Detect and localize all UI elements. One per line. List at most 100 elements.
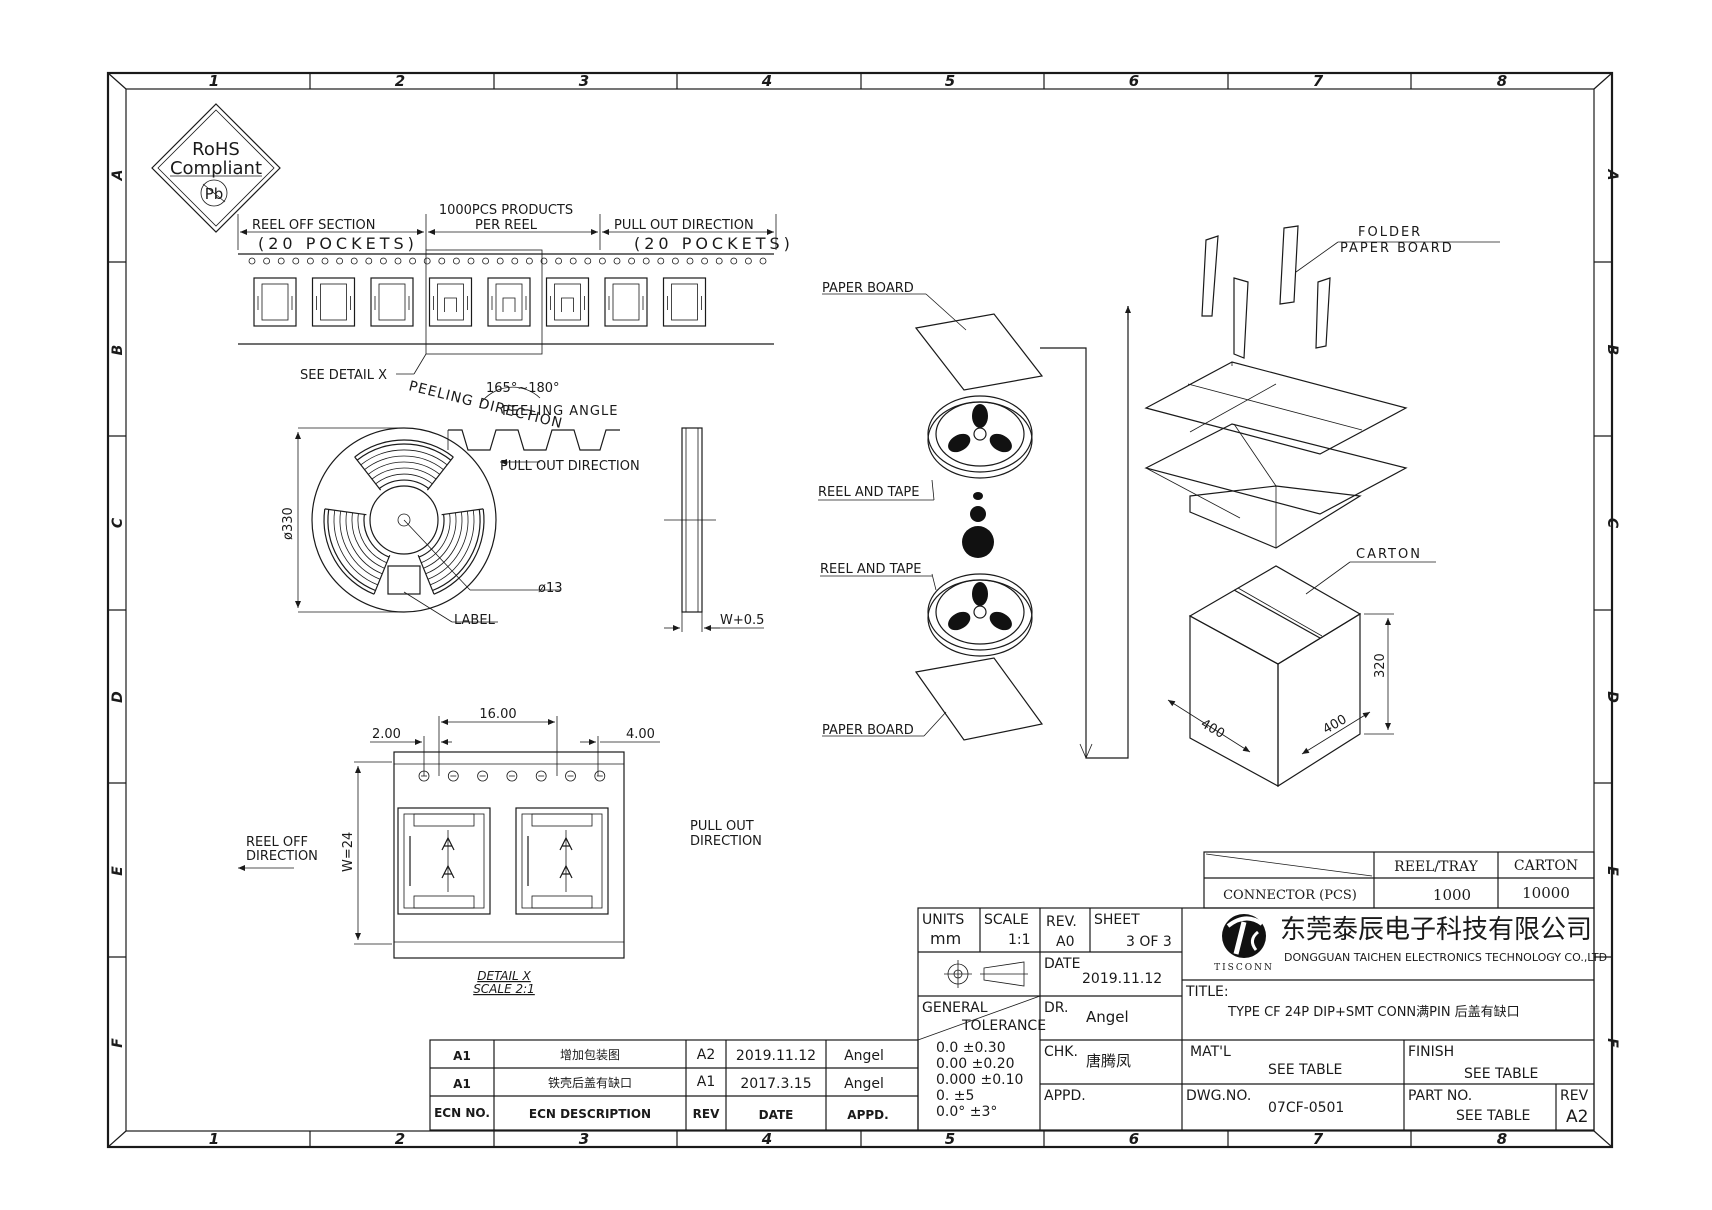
svg-text:(20 POCKETS): (20 POCKETS) xyxy=(634,234,794,253)
table-row: A1 xyxy=(453,1077,471,1091)
tape-pocket xyxy=(428,277,473,327)
svg-text:PAPER BOARD: PAPER BOARD xyxy=(1340,241,1454,256)
column-label: 1 xyxy=(209,72,219,90)
svg-text:APPD.: APPD. xyxy=(1044,1088,1086,1104)
column-label: 4 xyxy=(761,72,772,90)
svg-text:(20 POCKETS): (20 POCKETS) xyxy=(258,234,418,253)
column-label: 3 xyxy=(579,72,589,90)
column-label: 2 xyxy=(395,1130,405,1148)
svg-text:mm: mm xyxy=(930,929,961,948)
svg-text:PULL OUT: PULL OUT xyxy=(690,819,754,834)
revision-table: A1 增加包装图 A2 2019.11.12 Angel A1 铁壳后盖有缺口 … xyxy=(429,1039,919,1131)
rohs-badge: RoHS Compliant Pb xyxy=(151,103,281,233)
svg-text:0. ±5: 0. ±5 xyxy=(936,1088,974,1104)
svg-text:SEE TABLE: SEE TABLE xyxy=(1456,1108,1530,1124)
sprocket-hole xyxy=(379,257,387,265)
svg-text:SEE DETAIL X: SEE DETAIL X xyxy=(300,368,387,383)
svg-text:REV: REV xyxy=(693,1107,720,1121)
sprocket-hole xyxy=(365,257,373,265)
column-label: 6 xyxy=(1129,72,1139,90)
sprocket-hole xyxy=(628,257,635,265)
svg-text:REEL AND TAPE: REEL AND TAPE xyxy=(818,485,919,500)
table-row: 增加包装图 xyxy=(560,1048,620,1062)
sprocket-hole xyxy=(263,257,271,265)
sprocket-hole xyxy=(467,257,475,265)
packing-view: PAPER BOARD REEL AND TAPE REEL AND TAPE … xyxy=(818,225,1500,788)
svg-text:A0: A0 xyxy=(1056,934,1074,950)
row-label: E xyxy=(110,866,126,876)
sprocket-hole xyxy=(511,257,519,265)
sprocket-hole xyxy=(672,257,679,265)
sprocket-hole xyxy=(613,257,621,265)
sprocket-hole xyxy=(248,257,256,265)
column-label: 5 xyxy=(945,1130,955,1148)
svg-text:CHK.: CHK. xyxy=(1044,1044,1078,1060)
quantity-table: REEL/TRAY CARTON CONNECTOR (PCS) 1000 10… xyxy=(1203,851,1595,909)
svg-text:PEELING ANGLE: PEELING ANGLE xyxy=(502,404,618,419)
row-label: E xyxy=(1604,866,1620,876)
reel-icon xyxy=(927,573,1033,657)
tape-pocket xyxy=(253,277,297,327)
sprocket-hole xyxy=(569,257,577,265)
table-row: Angel xyxy=(844,1048,884,1064)
row-label: B xyxy=(110,345,126,356)
svg-text:W=24: W=24 xyxy=(341,832,356,872)
table-row: 2017.3.15 xyxy=(740,1076,811,1092)
column-label: 5 xyxy=(945,72,955,90)
sprocket-hole xyxy=(306,257,314,265)
svg-text:东莞泰辰电子科技有限公司: 东莞泰辰电子科技有限公司 xyxy=(1280,915,1592,945)
svg-text:GENERAL: GENERAL xyxy=(922,1000,988,1016)
table-row: Angel xyxy=(844,1076,884,1092)
sprocket-hole xyxy=(292,257,300,265)
svg-text:16.00: 16.00 xyxy=(479,707,516,722)
column-label: 7 xyxy=(1313,1130,1324,1148)
svg-text:TOLERANCE: TOLERANCE xyxy=(961,1018,1046,1034)
sprocket-hole xyxy=(594,770,606,782)
svg-text:ø13: ø13 xyxy=(538,581,563,596)
svg-text:CARTON: CARTON xyxy=(1356,547,1422,562)
sprocket-hole xyxy=(321,257,329,265)
sprocket-hole xyxy=(599,257,606,265)
column-label: 7 xyxy=(1313,72,1324,90)
sprocket-hole xyxy=(482,257,490,265)
svg-text:MAT'L: MAT'L xyxy=(1190,1044,1231,1060)
border-frame: 1 2 3 4 5 6 7 8 1 2 3 4 5 6 7 8 A B C D … xyxy=(106,71,1620,1149)
sprocket-hole xyxy=(657,257,665,265)
svg-text:DWG.NO.: DWG.NO. xyxy=(1186,1088,1251,1104)
svg-text:2019.11.12: 2019.11.12 xyxy=(1082,971,1162,987)
sprocket-hole xyxy=(584,257,592,265)
tape-pocket xyxy=(370,277,414,327)
sprocket-hole xyxy=(745,257,752,265)
tape-pocket xyxy=(311,277,356,327)
svg-text:TYPE CF 24P DIP+SMT CONN满PIN 后: TYPE CF 24P DIP+SMT CONN满PIN 后盖有缺口 xyxy=(1227,1005,1520,1020)
svg-text:SEE TABLE: SEE TABLE xyxy=(1464,1066,1538,1082)
svg-text:Angel: Angel xyxy=(1086,1008,1129,1026)
pb-icon: Pb xyxy=(205,185,224,203)
connector-pocket xyxy=(397,807,491,915)
svg-text:0.00 ±0.20: 0.00 ±0.20 xyxy=(936,1056,1015,1072)
svg-text:ECN DESCRIPTION: ECN DESCRIPTION xyxy=(529,1107,651,1121)
svg-text:DATE: DATE xyxy=(1044,956,1080,972)
svg-text:ø330: ø330 xyxy=(281,507,296,540)
svg-text:DETAIL X: DETAIL X xyxy=(477,969,531,983)
tape-pocket xyxy=(604,277,648,327)
svg-text:0.0 ±0.30: 0.0 ±0.30 xyxy=(936,1040,1006,1056)
svg-text:UNITS: UNITS xyxy=(922,912,964,928)
svg-text:RoHS: RoHS xyxy=(192,139,240,160)
row-label: F xyxy=(110,1038,126,1048)
sprocket-hole xyxy=(438,257,446,265)
svg-text:W+0.5: W+0.5 xyxy=(720,613,764,628)
sprocket-hole xyxy=(540,257,548,265)
reel-icon xyxy=(927,395,1033,479)
svg-text:REEL/TRAY: REEL/TRAY xyxy=(1394,859,1478,875)
svg-text:APPD.: APPD. xyxy=(847,1108,888,1122)
table-row: A2 xyxy=(697,1047,715,1063)
svg-text:PULL OUT DIRECTION: PULL OUT DIRECTION xyxy=(614,218,754,233)
row-label: A xyxy=(110,170,126,182)
sprocket-hole xyxy=(642,257,650,265)
table-row: A1 xyxy=(697,1074,715,1090)
row-label: C xyxy=(1604,518,1620,529)
svg-text:A2: A2 xyxy=(1566,1107,1588,1127)
sprocket-hole xyxy=(701,257,708,265)
sprocket-hole xyxy=(447,770,459,782)
